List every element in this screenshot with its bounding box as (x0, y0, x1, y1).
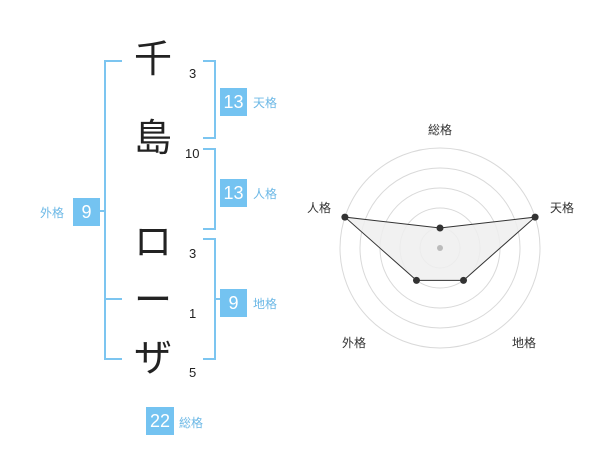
radar-grid-ring (339, 147, 541, 349)
radar-point-chikaku (460, 276, 468, 284)
radar-label-soukaku: 総格 (428, 123, 453, 137)
tenkaku-label: 天格 (253, 96, 278, 110)
gaikaku-bracket-stem (97, 210, 104, 212)
chikaku-value: 9 (220, 289, 247, 317)
stroke-count-1: 3 (189, 66, 197, 81)
chikaku-label: 地格 (253, 297, 278, 311)
soukaku-label: 総格 (179, 416, 204, 430)
radar-label-gaikaku: 外格 (342, 336, 367, 350)
radar-label-chikaku: 地格 (512, 336, 537, 350)
radar-center-dot (437, 245, 443, 251)
gaikaku-value: 9 (73, 198, 100, 226)
stroke-count-5: 5 (189, 365, 197, 380)
name-char-4: ー (133, 278, 172, 322)
tenkaku-value: 13 (220, 88, 247, 116)
radar-point-tenkaku (531, 213, 539, 221)
radar-point-gaikaku (412, 276, 420, 284)
tenkaku-bracket (203, 60, 216, 139)
stroke-count-3: 3 (189, 246, 197, 261)
jinkaku-value: 13 (220, 179, 247, 207)
jinkaku-bracket (203, 148, 216, 230)
radar-point-jinkaku (341, 213, 349, 221)
name-char-2: 島 (133, 116, 172, 160)
radar-grid-ring (359, 167, 521, 329)
radar-label-jinkaku: 人格 (307, 201, 332, 215)
name-char-3: ロ (133, 220, 172, 264)
radar-label-tenkaku: 天格 (550, 201, 575, 215)
gaikaku-label: 外格 (40, 206, 65, 220)
stroke-count-2: 10 (185, 146, 200, 161)
chikaku-bracket-stem (216, 298, 221, 300)
gaikaku-bracket-divider (104, 298, 122, 300)
radar-point-soukaku (436, 224, 444, 232)
jinkaku-label: 人格 (253, 187, 278, 201)
gaikaku-bracket (104, 60, 122, 360)
soukaku-value: 22 (146, 407, 174, 435)
name-char-1: 千 (133, 37, 172, 81)
chikaku-bracket (203, 238, 216, 360)
stroke-count-4: 1 (189, 306, 197, 321)
name-char-5: ザ (133, 336, 172, 380)
